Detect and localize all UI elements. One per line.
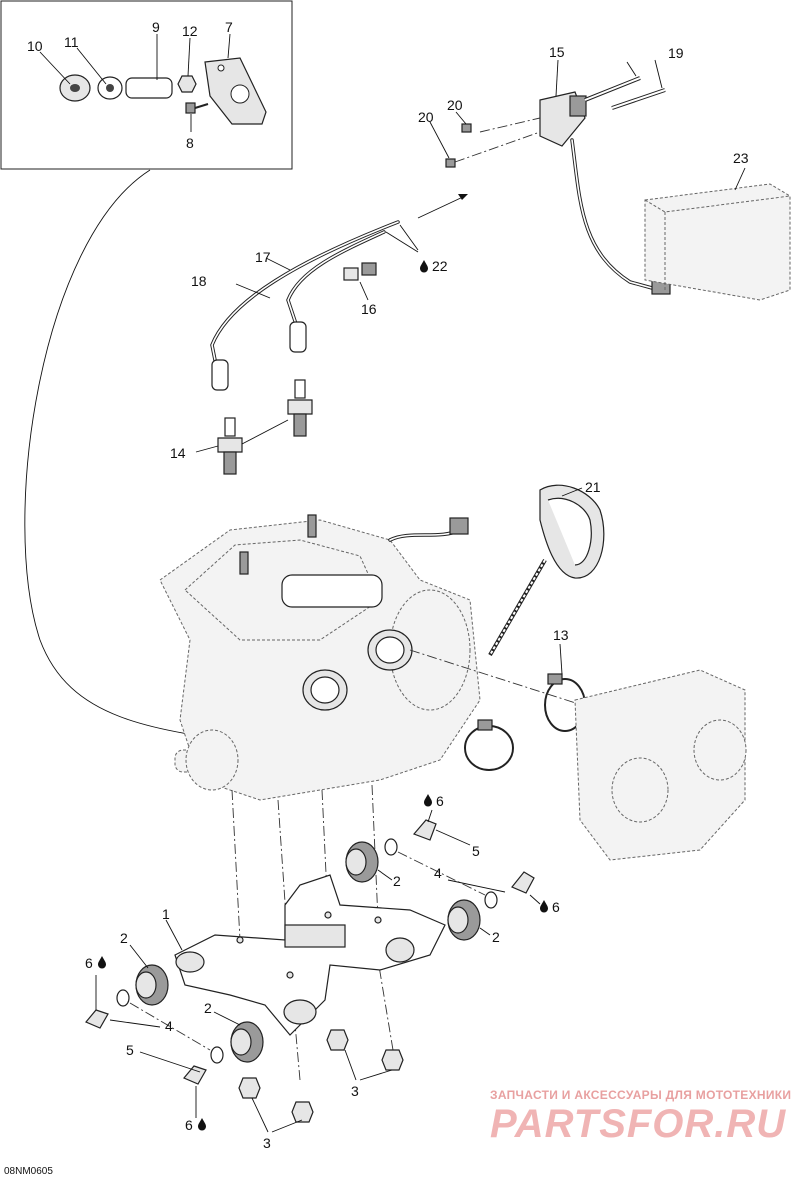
callout-8: 8	[186, 135, 194, 151]
callout-2-upper-right: 2	[492, 929, 500, 945]
callout-3-right: 3	[351, 1083, 359, 1099]
sensor-21	[488, 484, 605, 657]
lubricant-drop-icon-upper	[424, 794, 432, 807]
clamps	[409, 643, 611, 771]
callout-1: 1	[162, 906, 170, 922]
callout-9: 9	[152, 19, 160, 35]
lubricant-drop-icon-left	[98, 956, 106, 969]
callout-12: 12	[182, 23, 198, 39]
watermark-tagline: ЗАПЧАСТИ И АКСЕССУАРЫ ДЛЯ МОТОТЕХНИКИ	[490, 1088, 792, 1102]
callout-15: 15	[549, 44, 565, 60]
callout-20-upper: 20	[447, 97, 463, 113]
inset-reference-arc	[24, 169, 266, 746]
callout-5-upper: 5	[472, 843, 480, 859]
engine-mount-plate	[165, 874, 446, 1036]
callout-4-lower: 4	[165, 1018, 173, 1034]
callout-17: 17	[255, 249, 271, 265]
callout-7: 7	[225, 19, 233, 35]
callout-22: 22	[432, 258, 448, 274]
callout-16: 16	[361, 301, 377, 317]
callout-2-lower: 2	[204, 1000, 212, 1016]
spark-plugs	[195, 379, 313, 475]
callout-10: 10	[27, 38, 43, 54]
callout-20-lower: 20	[418, 109, 434, 125]
callout-11: 11	[64, 34, 79, 50]
connector-16	[343, 262, 377, 301]
lubricant-drop-icon	[420, 260, 428, 273]
callout-4-upper: 4	[434, 865, 442, 881]
callout-14: 14	[170, 445, 186, 461]
ignition-coil	[429, 59, 671, 295]
callout-6-left: 6	[85, 955, 93, 971]
lubricant-drop-icon-lower	[198, 1118, 206, 1131]
diagram-code: 08NM0605	[4, 1166, 53, 1177]
callout-13: 13	[553, 627, 569, 643]
callout-6-lower: 6	[185, 1117, 193, 1133]
callout-23: 23	[733, 150, 749, 166]
callout-3-lower: 3	[263, 1135, 271, 1151]
callout-18: 18	[191, 273, 207, 289]
lubricant-drop-icon-right	[540, 900, 548, 913]
rubber-mounts	[129, 841, 491, 1063]
callout-21: 21	[585, 479, 601, 495]
callout-2-left: 2	[120, 930, 128, 946]
detail-inset-box	[0, 0, 293, 170]
callout-19: 19	[668, 45, 684, 61]
watermark-logo: PARTSFOR.RU	[490, 1102, 787, 1146]
ecu-module	[644, 167, 791, 301]
callout-2-upper-middle: 2	[393, 873, 401, 889]
washers-and-bolts	[85, 819, 535, 1085]
flange-nuts	[238, 1029, 404, 1133]
carburetor-assembly	[574, 669, 747, 861]
callout-6-upper: 6	[436, 793, 444, 809]
engine-block	[159, 514, 481, 801]
spark-plug-wires	[210, 220, 419, 391]
callout-6-right: 6	[552, 899, 560, 915]
callout-5-lower: 5	[126, 1042, 134, 1058]
